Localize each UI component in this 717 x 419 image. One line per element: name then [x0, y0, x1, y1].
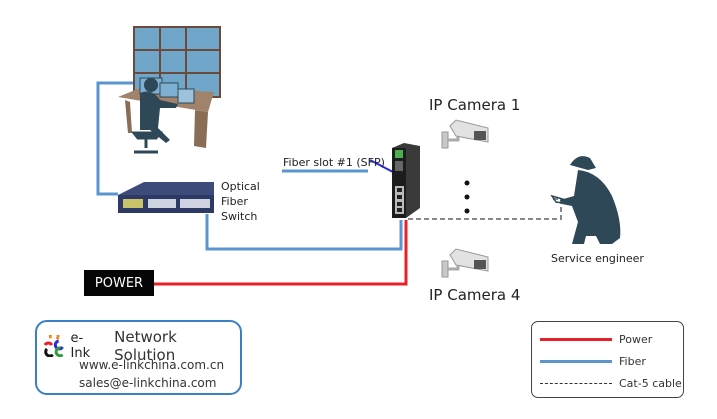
legend-label: Cat-5 cable — [619, 377, 682, 390]
service-engineer-label: Service engineer — [551, 252, 644, 265]
cctv-camera-icon — [441, 248, 489, 278]
legend-label: Power — [619, 333, 653, 346]
fiber-slot-label: Fiber slot #1 (SFP) — [283, 156, 385, 169]
legend: Power Fiber Cat-5 cable — [531, 321, 684, 398]
label-line: Optical — [221, 180, 260, 193]
fiber-line-control-to-switch — [96, 81, 140, 196]
legend-item-fiber: Fiber — [540, 355, 646, 368]
brand-title: Network Solution — [114, 328, 177, 364]
label-line: Fiber — [221, 195, 248, 208]
cctv-camera-icon — [441, 119, 489, 149]
legend-swatch-power — [540, 338, 612, 341]
legend-label: Fiber — [619, 355, 646, 368]
optical-fiber-switch-label: Optical Fiber Switch — [221, 179, 260, 224]
rack-switch-icon — [118, 182, 214, 213]
legend-swatch-fiber — [540, 360, 612, 363]
crouching-engineer-icon — [550, 156, 621, 244]
label-line: Switch — [221, 210, 258, 223]
legend-item-power: Power — [540, 333, 652, 346]
power-source-label: POWER — [84, 270, 154, 296]
vertical-ellipsis-icon — [464, 180, 470, 214]
legend-item-cat5: Cat-5 cable — [540, 377, 682, 390]
cat5-cable-line — [408, 198, 562, 220]
camera-1-label: IP Camera 1 — [429, 96, 521, 114]
e-link-logo-icon — [43, 335, 64, 357]
sfp-link-line — [369, 159, 394, 173]
din-rail-switch-icon — [392, 143, 420, 218]
brand-website: www.e-linkchina.com.cn — [79, 358, 225, 372]
fiber-line-switch-to-industrial — [205, 214, 403, 251]
power-line — [154, 220, 408, 286]
operator-at-video-wall-icon — [118, 26, 221, 154]
legend-swatch-cat5 — [540, 383, 612, 384]
brand-email: sales@e-linkchina.com — [79, 376, 217, 390]
brand-name: e-Ink — [70, 331, 91, 361]
brand-info-box: e-Ink Network Solution www.e-linkchina.c… — [35, 320, 242, 395]
brand-header: e-Ink Network Solution — [43, 328, 240, 364]
camera-4-label: IP Camera 4 — [429, 286, 521, 304]
